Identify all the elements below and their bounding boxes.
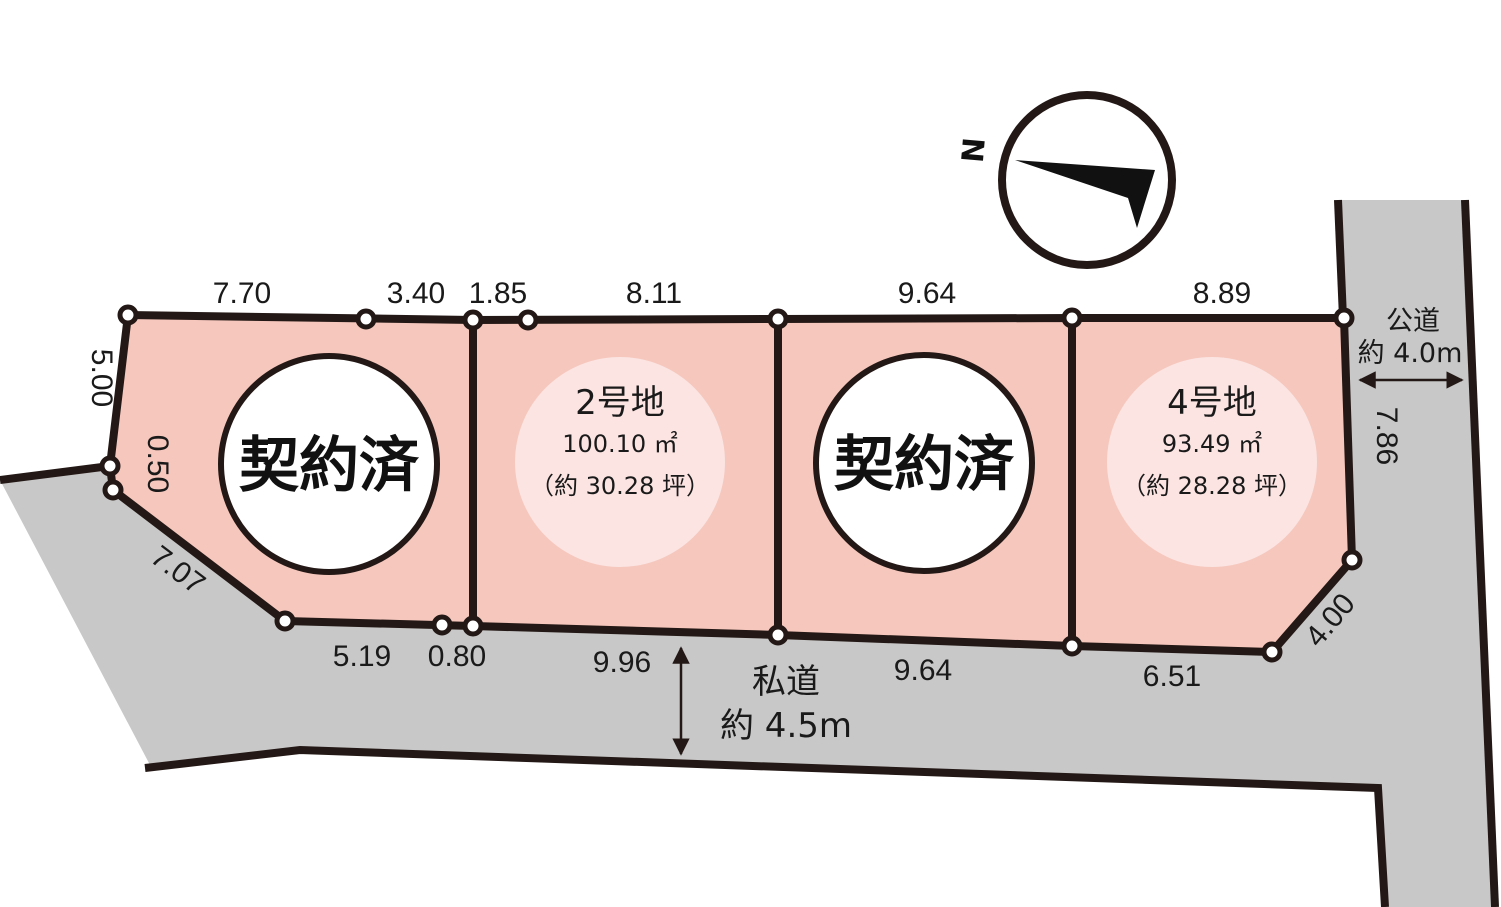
dim-bottom-3: 9.96 — [593, 646, 651, 679]
lot-1-sold-badge: 契約済 — [218, 353, 440, 575]
north-arrow-icon — [1015, 160, 1155, 228]
north-label: N — [953, 136, 990, 164]
left-edge-line — [0, 462, 111, 484]
public-road-edge-left — [1334, 199, 1347, 319]
dim-top-5: 9.64 — [898, 277, 956, 310]
private-road-name: 私道 — [752, 662, 820, 702]
lot-4-name: 4号地 — [1167, 383, 1257, 423]
dim-top-3: 1.85 — [469, 277, 527, 310]
public-road-name: 公道 — [1386, 306, 1440, 337]
dim-bottom-4: 9.64 — [894, 654, 952, 687]
dim-top-2: 3.40 — [387, 277, 445, 310]
dim-bottom-5: 6.51 — [1143, 660, 1201, 693]
dim-bottom-2: 0.80 — [428, 640, 486, 673]
private-road-width: 約 4.5m — [720, 706, 852, 746]
lot-1-status: 契約済 — [239, 431, 420, 501]
dim-top-4: 8.11 — [626, 277, 682, 310]
lot-2-area-m2: 100.10 ㎡ — [562, 430, 678, 458]
north-compass: N — [953, 91, 1176, 269]
lot-2-badge: 2号地 100.10 ㎡ （約 30.28 坪） — [515, 357, 725, 567]
dim-left-step: 0.50 — [141, 435, 174, 493]
lot-2-name: 2号地 — [575, 383, 665, 423]
dim-top-1: 7.70 — [213, 277, 271, 310]
dim-left-side: 5.00 — [85, 349, 118, 407]
lot-4-area-tsubo: （約 28.28 坪） — [1122, 472, 1302, 500]
lot-3-sold-badge: 契約済 — [813, 352, 1035, 574]
public-road-width: 約 4.0m — [1358, 338, 1463, 369]
public-road-edge-right — [1461, 199, 1499, 907]
lot-3-status: 契約済 — [834, 430, 1015, 500]
dim-top-6: 8.89 — [1193, 277, 1251, 310]
private-road-edge — [144, 745, 1389, 907]
vertex-markers — [99, 304, 1363, 663]
lot-4-area-m2: 93.49 ㎡ — [1162, 430, 1262, 458]
lot-4-badge: 4号地 93.49 ㎡ （約 28.28 坪） — [1107, 357, 1317, 567]
lot-2-area-tsubo: （約 30.28 坪） — [530, 472, 710, 500]
dim-right-side: 7.86 — [1370, 407, 1403, 465]
dim-bottom-1: 5.19 — [333, 640, 391, 673]
private-road-area — [0, 200, 1495, 907]
